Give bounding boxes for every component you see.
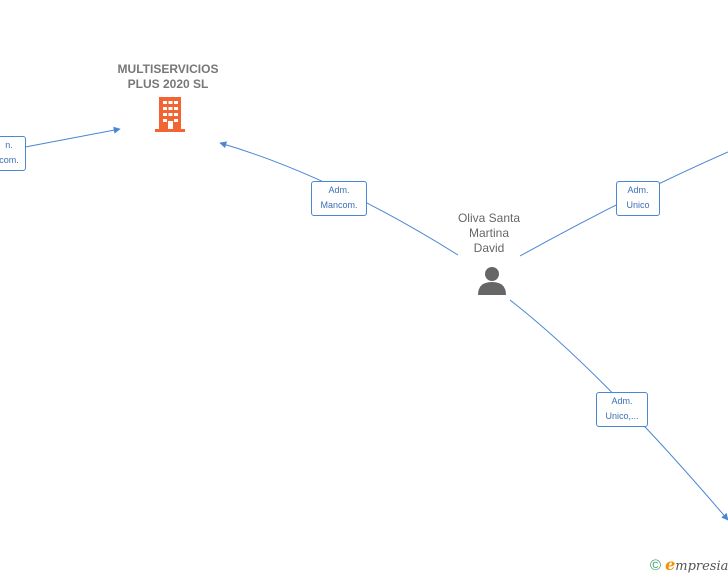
person-name-line1: Oliva Santa (457, 211, 521, 225)
edge-label-right-top-line1: Adm. (627, 185, 649, 195)
edge-label-to-company-line2: Mancom. (320, 200, 358, 210)
edge-label-to-company[interactable]: Adm. Mancom. (311, 181, 367, 216)
company-name-line1: MULTISERVICIOS (117, 62, 219, 76)
person-name[interactable]: Oliva Santa Martina David (429, 211, 549, 256)
brand-logo-text: mpresia (675, 559, 728, 574)
person-icon[interactable] (477, 266, 507, 296)
brand-footer: ©empresia (650, 555, 728, 574)
company-name[interactable]: MULTISERVICIOS PLUS 2020 SL (98, 62, 238, 92)
edge-person-to-right-bottom (509, 299, 728, 521)
edge-label-right-top-line2: Unico (626, 200, 650, 210)
edge-label-right-bottom[interactable]: Adm. Unico,... (596, 392, 648, 427)
edge-label-right-top[interactable]: Adm. Unico (616, 181, 660, 216)
copyright-icon: © (650, 557, 662, 574)
edge-label-right-bottom-line1: Adm. (611, 396, 633, 406)
edge-label-right-bottom-line2: Unico,... (605, 411, 639, 421)
company-name-line2: PLUS 2020 SL (127, 77, 209, 91)
edge-label-left-line1: n. (5, 140, 13, 150)
building-icon[interactable] (155, 97, 187, 133)
edge-left (19, 126, 121, 149)
brand-logo-e: e (665, 555, 676, 574)
edge-label-left[interactable]: n. com. (0, 136, 26, 171)
edge-label-to-company-line1: Adm. (328, 185, 350, 195)
edge-label-left-line2: com. (0, 155, 19, 165)
person-name-line3: David (473, 241, 505, 255)
person-name-line2: Martina (468, 226, 509, 240)
